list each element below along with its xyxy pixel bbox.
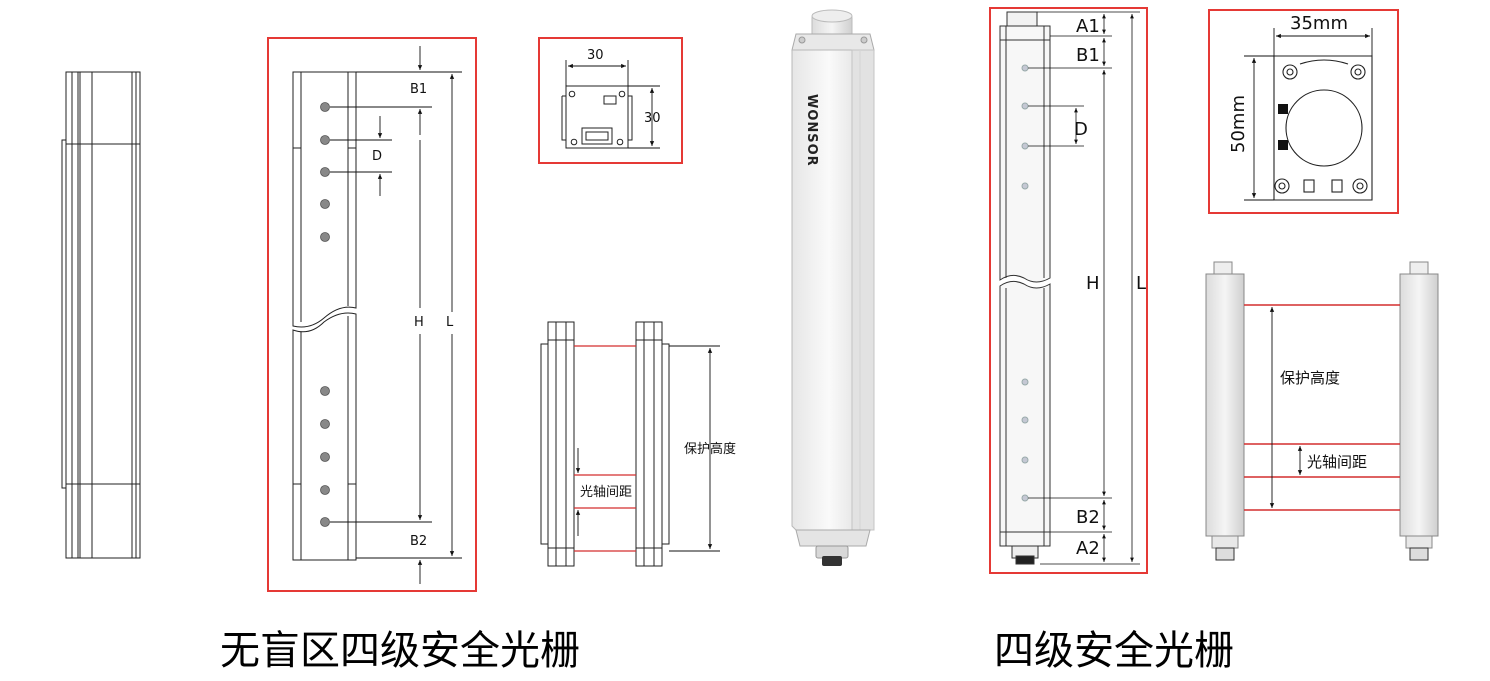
protection-height-label-right: 保护高度 bbox=[1280, 369, 1340, 387]
pair-dimension-lines-left bbox=[575, 345, 720, 552]
beam-lines-right bbox=[1244, 304, 1400, 511]
dim-b2-label: B2 bbox=[410, 534, 427, 549]
beam-spacing-label-left: 光轴间距 bbox=[580, 485, 632, 500]
dim-a2-label-right: A2 bbox=[1076, 538, 1100, 559]
protection-height-label-left: 保护高度 bbox=[684, 441, 736, 457]
top-view-tabs-right bbox=[1278, 104, 1288, 150]
front-view-drawing bbox=[292, 71, 357, 561]
front-view-dimension-lines-right bbox=[1028, 11, 1140, 565]
front-view-beam-dots-right bbox=[1021, 64, 1029, 502]
dim-top-width-label-right: 35mm bbox=[1290, 13, 1348, 34]
top-view-drawing bbox=[561, 85, 633, 149]
emitter-receiver-pair-left bbox=[540, 321, 670, 567]
dim-d-label: D bbox=[372, 149, 382, 164]
beam-spacing-label-right: 光轴间距 bbox=[1307, 453, 1367, 471]
top-view-drawing-right bbox=[1273, 55, 1373, 201]
top-view-dimension-lines bbox=[565, 60, 660, 149]
brand-logo: WONSOR bbox=[804, 94, 819, 167]
front-view-dimension-lines bbox=[330, 46, 462, 584]
front-view-beam-dots bbox=[320, 102, 330, 527]
dim-a1-label-right: A1 bbox=[1076, 16, 1100, 37]
dim-top-height-label: 30 bbox=[644, 111, 661, 126]
caption-left: 无盲区四级安全光栅 bbox=[220, 628, 580, 674]
dim-top-height-label-right: 50mm bbox=[1228, 95, 1249, 153]
product-render bbox=[791, 9, 875, 566]
highlight-frame-front-view bbox=[267, 37, 477, 592]
dim-l-label-right: L bbox=[1136, 273, 1146, 294]
side-profile-drawing bbox=[61, 71, 141, 559]
top-view-dimension-lines-right bbox=[1244, 28, 1373, 201]
highlight-frame-top-view-right bbox=[1208, 9, 1399, 214]
dim-top-width-label: 30 bbox=[587, 48, 604, 63]
caption-right: 四级安全光栅 bbox=[994, 628, 1234, 674]
dim-d-label-right: D bbox=[1074, 119, 1088, 140]
front-view-drawing-right bbox=[999, 11, 1051, 565]
dim-b1-label: B1 bbox=[410, 82, 427, 97]
dim-h-label-right: H bbox=[1086, 273, 1100, 294]
highlight-frame-front-view-right bbox=[989, 7, 1148, 574]
beam-lines-left bbox=[574, 345, 636, 552]
dim-b1-label-right: B1 bbox=[1076, 45, 1100, 66]
dim-l-label: L bbox=[446, 315, 454, 330]
highlight-frame-top-view bbox=[538, 37, 683, 164]
dim-b2-label-right: B2 bbox=[1076, 507, 1100, 528]
dim-h-label: H bbox=[414, 315, 424, 330]
emitter-receiver-pair-right bbox=[1205, 261, 1439, 561]
pair-dimension-lines-right bbox=[1269, 307, 1303, 508]
